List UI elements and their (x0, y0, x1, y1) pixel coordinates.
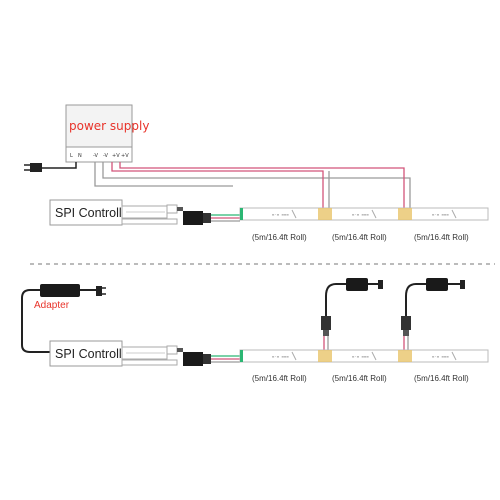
terminal-neg-1: -V (93, 153, 99, 159)
roll-label-top-2: (5m/16.4ft Roll) (332, 233, 387, 242)
svg-text:≡·≡ ≡≡≡: ≡·≡ ≡≡≡ (272, 354, 289, 359)
adapter-label: Adapter (34, 300, 70, 311)
inject-power-adapter-1 (321, 278, 383, 350)
svg-text:≡·≡ ≡≡≡: ≡·≡ ≡≡≡ (352, 354, 369, 359)
ac-plug-icon (24, 162, 77, 172)
roll-label-bottom-1: (5m/16.4ft Roll) (252, 374, 307, 383)
roll-label-top-3: (5m/16.4ft Roll) (414, 233, 469, 242)
spi-controller-label: SPI Controller (55, 206, 133, 220)
terminal-neg-2: -V (103, 153, 109, 159)
spi-controller-bottom: SPI Controller (49, 340, 240, 367)
terminal-l: L (70, 153, 73, 159)
power-supply: power supply L N -V -V +V +V (65, 104, 149, 163)
terminal-n: N (78, 153, 82, 159)
led-strip-bottom: ≡·≡ ≡≡≡ ≡·≡ ≡≡≡ ≡·≡ ≡≡≡ (5m/16.4ft Roll)… (239, 349, 489, 383)
svg-text:≡·≡ ≡≡≡: ≡·≡ ≡≡≡ (352, 212, 369, 217)
svg-text:≡·≡ ≡≡≡: ≡·≡ ≡≡≡ (432, 354, 449, 359)
svg-text:≡·≡ ≡≡≡: ≡·≡ ≡≡≡ (432, 212, 449, 217)
adapter: Adapter (21, 284, 106, 353)
spi-controller-top: SPI Controller (49, 199, 240, 226)
terminal-pos-2: +V (121, 153, 129, 159)
power-supply-terminals: L N -V -V +V +V (70, 153, 129, 159)
inject-power-adapter-2 (401, 278, 465, 350)
roll-label-top-1: (5m/16.4ft Roll) (252, 233, 307, 242)
led-strip-top: ≡·≡ ≡≡≡ ≡·≡ ≡≡≡ ≡·≡ ≡≡≡ (5m/16.4ft Roll)… (239, 207, 489, 242)
terminal-pos-1: +V (112, 153, 120, 159)
roll-label-bottom-3: (5m/16.4ft Roll) (414, 374, 469, 383)
roll-label-bottom-2: (5m/16.4ft Roll) (332, 374, 387, 383)
svg-text:≡·≡ ≡≡≡: ≡·≡ ≡≡≡ (272, 212, 289, 217)
spi-controller-label-bottom: SPI Controller (55, 347, 133, 361)
power-output-wires (94, 162, 411, 212)
power-supply-title: power supply (69, 119, 149, 133)
